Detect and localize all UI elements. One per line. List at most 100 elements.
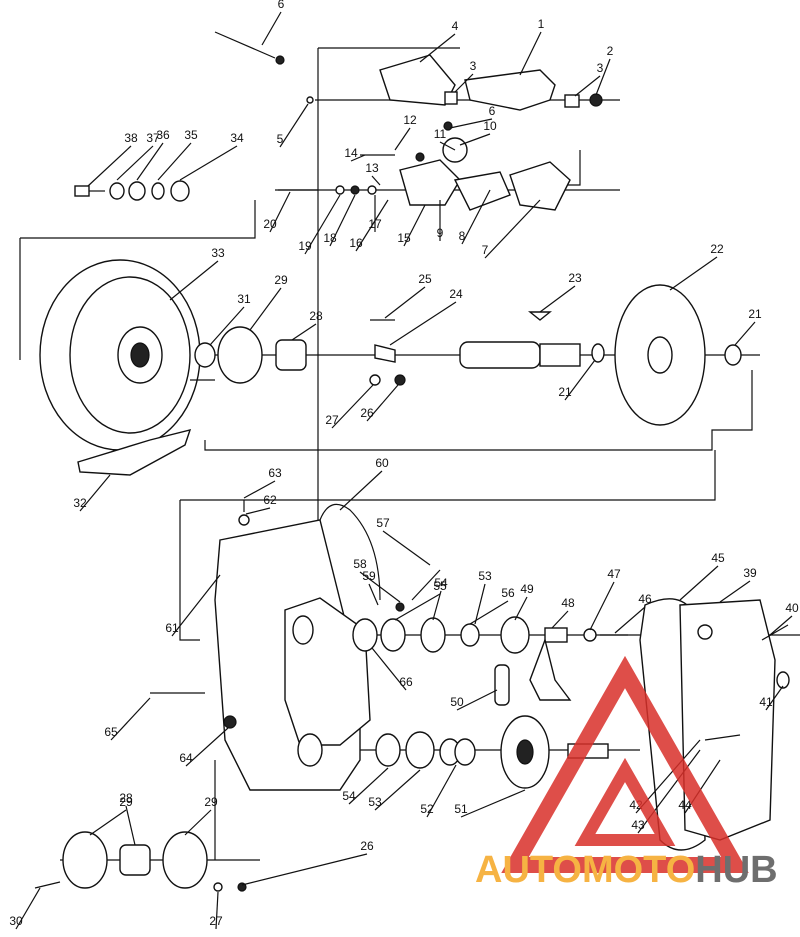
callout-leader-24 [389,301,457,346]
callout-leader-46 [614,606,646,634]
callout-leader-28 [291,323,317,341]
callout-number-23: 23 [568,271,582,285]
chain-drive-internals [352,616,628,789]
brake-pad-inner [509,161,571,211]
callout-number-3: 3 [470,59,477,73]
callout-leader-2 [595,58,611,96]
callout-leader-36 [136,142,164,181]
callout-number-17: 17 [368,217,382,231]
callout-leader-37 [116,145,154,181]
callout-number-54: 54 [342,789,356,803]
washer-31 [194,342,216,368]
svg-text:AUTOMOTOHUB: AUTOMOTOHUB [475,849,778,891]
brake-shoe [77,429,192,476]
sheave-bore [130,342,150,368]
callout-leader-65 [110,697,151,741]
callout-leader-5 [279,103,309,148]
callout-leader-40 [769,615,793,636]
spacer [564,94,580,108]
callout-number-39: 39 [743,566,757,580]
callout-number-62: 62 [263,493,277,507]
callout-leader-21 [564,359,596,401]
callout-number-63: 63 [268,466,282,480]
callout-number-50: 50 [450,695,464,709]
callout-leader-63 [243,480,276,499]
lower-flange-set [34,831,247,892]
small-nut [415,152,425,162]
callout-number-14: 14 [344,146,358,160]
washer-27 [369,374,381,386]
callout-number-18: 18 [323,231,337,245]
bearing-53-upper [380,618,406,652]
callout-number-66: 66 [399,675,413,689]
key-23 [528,311,552,321]
callout-leader-19 [304,194,341,255]
callout-number-29: 29 [204,795,218,809]
lock-nut [589,93,603,107]
callout-leader-4 [419,33,456,63]
callout-leader-52 [426,764,457,818]
callout-leader-54 [348,767,389,805]
callout-number-48: 48 [561,596,575,610]
callout-number-61: 61 [165,621,179,635]
washer-36 [128,181,146,201]
flange-29 [217,326,263,384]
callout-number-29: 29 [119,795,133,809]
watermark-brand-part2: HUB [695,849,777,891]
callout-leaders [15,11,793,930]
callout-leader-55 [394,593,441,621]
callout-leader-48 [551,610,569,629]
bolt-42 [704,734,741,741]
callout-number-41: 41 [759,695,773,709]
callout-leader-45 [679,565,719,601]
callout-leader-16 [355,199,389,252]
callout-number-64: 64 [179,751,193,765]
pin [306,96,314,104]
seal-54-upper [352,618,378,652]
callout-leader-13 [371,175,381,186]
callout-leader-60 [339,470,383,511]
callout-number-9: 9 [437,226,444,240]
callout-number-38: 38 [124,131,138,145]
callout-number-59: 59 [362,569,376,583]
flange-29-lower-a [62,831,108,889]
callout-leader-35 [157,142,192,181]
bushing [444,91,458,105]
bolt-56 [411,569,441,601]
watermark-brand-part1: AUTOMOTO [475,849,695,891]
callout-number-53: 53 [368,795,382,809]
callout-number-28: 28 [309,309,323,323]
callout-number-60: 60 [375,456,389,470]
callout-number-27: 27 [209,914,223,928]
callout-leader-18 [329,194,356,247]
callout-leader-7 [484,199,541,259]
callout-leader-39 [719,580,751,603]
callout-number-19: 19 [298,239,312,253]
bearing-28-lower [119,844,151,876]
callout-leader-26 [241,853,368,886]
fastener-stack [74,180,190,202]
flange-29-lower-b [162,831,208,889]
callout-leader-3 [574,75,601,97]
callout-number-32: 32 [73,496,87,510]
callout-number-16: 16 [349,236,363,250]
callout-leader-66 [371,647,407,691]
callout-number-28: 28 [119,791,133,805]
callout-number-13: 13 [365,161,379,175]
cover-boss [697,624,713,640]
callout-number-30: 30 [9,914,23,928]
bearing-28 [275,339,307,371]
callout-number-25: 25 [418,272,432,286]
plug-41 [776,671,790,689]
washer-27-lower [213,882,223,892]
callout-leader-59 [368,583,379,606]
callout-number-35: 35 [184,128,198,142]
callout-number-6: 6 [489,104,496,118]
callout-leader-53 [474,583,486,625]
callout-leader-62 [245,507,271,515]
callout-number-1: 1 [538,17,545,31]
key-24 [374,344,396,363]
cover-39 [679,599,776,841]
callout-leader-32 [79,474,111,512]
